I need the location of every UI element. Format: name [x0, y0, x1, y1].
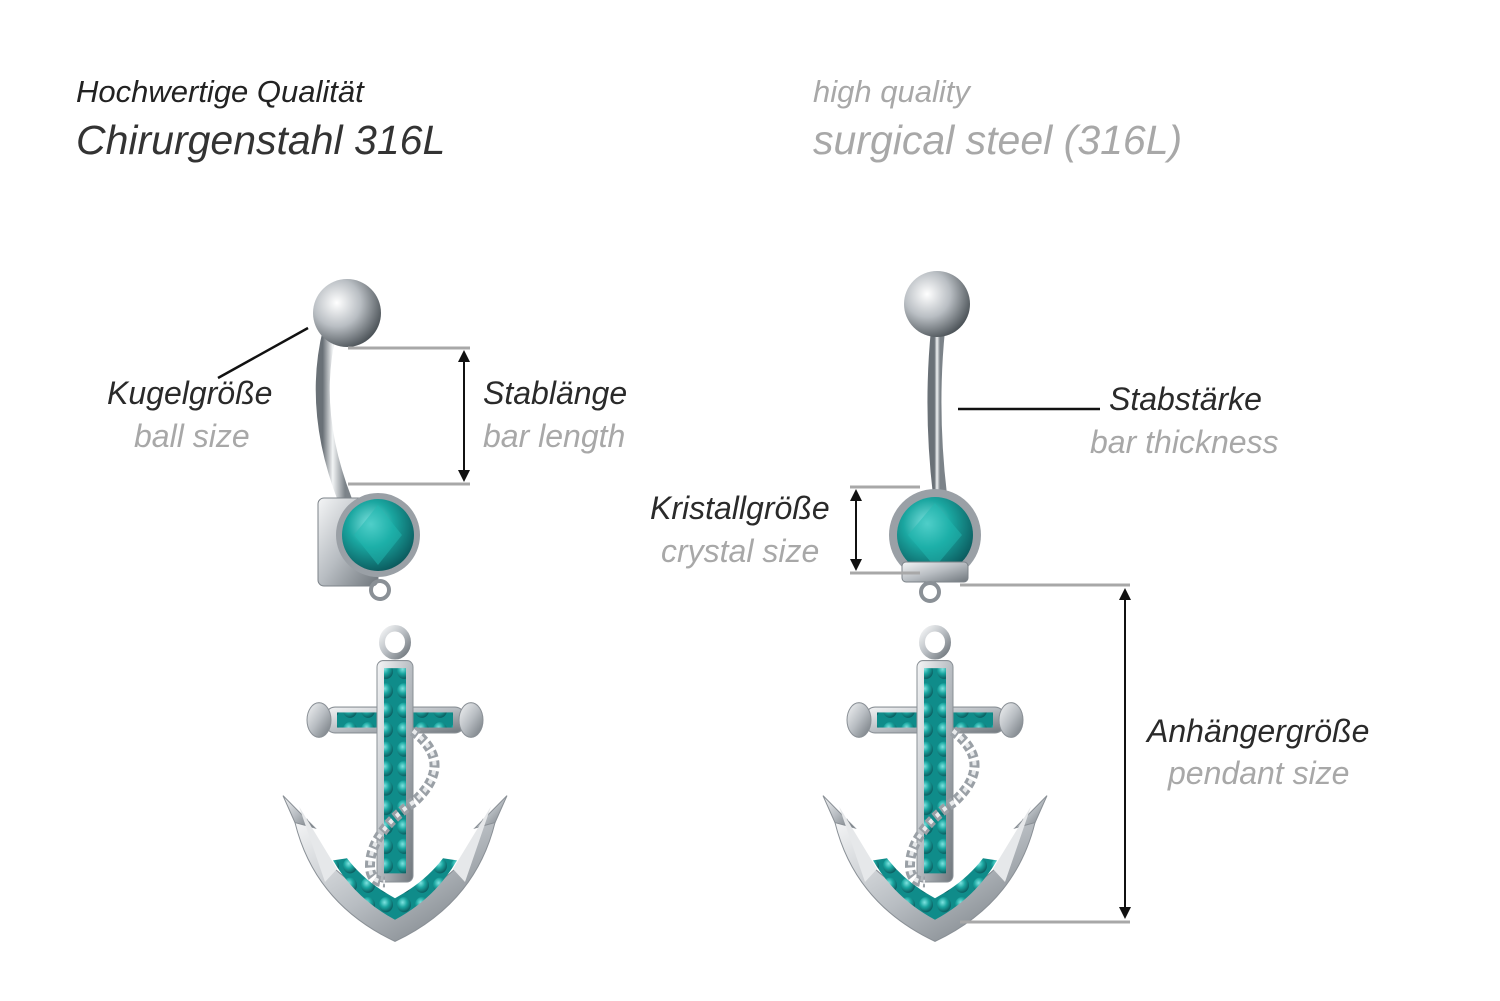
ball-size-label-de: Kugelgröße [107, 375, 273, 411]
right-piercing [823, 271, 1047, 941]
bar-thickness-label-en: bar thickness [1090, 424, 1279, 460]
header-en-line2: surgical steel (316L) [813, 117, 1183, 163]
left-piercing [283, 279, 507, 941]
bar-thickness-label-de: Stabstärke [1109, 381, 1262, 417]
bar-length-label-de: Stablänge [483, 375, 628, 411]
header-en-line1: high quality [813, 74, 970, 109]
ball-size-label-en: ball size [134, 418, 250, 454]
pendant-size-label-en: pendant size [1168, 755, 1350, 791]
left-ball [313, 279, 381, 347]
crystal-size-label-de: Kristallgröße [650, 490, 830, 526]
header-de-line2: Chirurgenstahl 316L [76, 117, 446, 163]
right-ball [904, 271, 970, 337]
bar-length-label-en: bar length [483, 418, 626, 454]
pendant-size-label-de: Anhängergröße [1147, 713, 1370, 749]
crystal-size-label-en: crystal size [661, 533, 820, 569]
header-de-line1: Hochwertige Qualität [76, 74, 364, 109]
ball-size-leader [217, 326, 309, 380]
